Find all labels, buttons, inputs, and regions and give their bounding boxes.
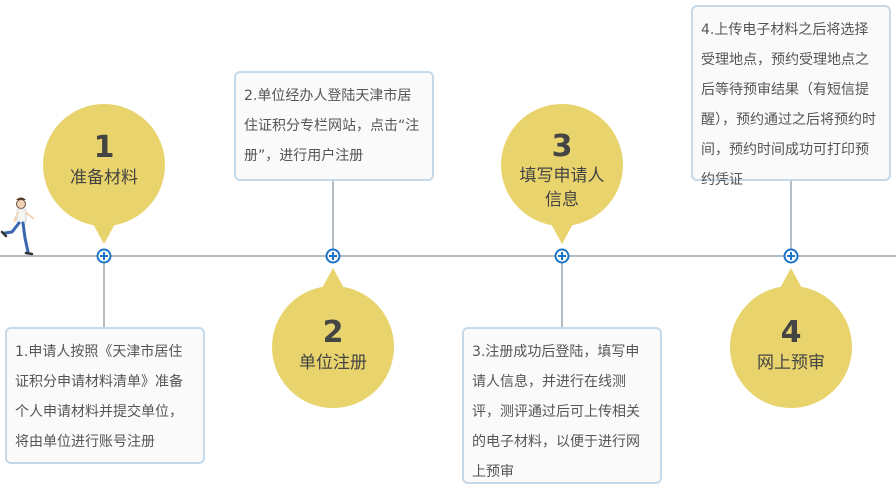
step-4-description: 4.上传电子材料之后将选择受理地点，预约受理地点之后等待预审结果（有短信提醒），… bbox=[691, 5, 891, 188]
node-2-plus-icon bbox=[325, 248, 341, 264]
node-4-plus-icon bbox=[783, 248, 799, 264]
step-2-description: 2.单位经办人登陆天津市居住证积分专栏网站，点击“注册”，进行用户注册 bbox=[234, 71, 434, 181]
step-4-number: 4 bbox=[781, 315, 802, 350]
step-2-number: 2 bbox=[323, 315, 344, 350]
step-3-number: 3 bbox=[552, 129, 573, 164]
step-3-title-line2: 信息 bbox=[545, 190, 579, 210]
step-3-title-line1: 填写申请人 bbox=[520, 166, 605, 186]
step-2-bubble: 2 单位注册 bbox=[272, 268, 394, 408]
step-4-title: 网上预审 bbox=[757, 353, 825, 373]
step-1-number: 1 bbox=[94, 130, 115, 165]
running-person-icon bbox=[0, 197, 35, 256]
step-1-bubble: 1 准备材料 bbox=[43, 104, 165, 244]
step-2-title: 单位注册 bbox=[299, 353, 367, 373]
step-1-description: 1.申请人按照《天津市居住证积分申请材料清单》准备个人申请材料并提交单位，将由单… bbox=[5, 327, 205, 464]
step-3-description: 3.注册成功后登陆，填写申请人信息，并进行在线测评，测评通过后可上传相关的电子材… bbox=[462, 327, 662, 484]
step-4-bubble: 4 网上预审 bbox=[730, 268, 852, 408]
step-1-title: 准备材料 bbox=[70, 168, 138, 188]
node-1-plus-icon bbox=[96, 248, 112, 264]
step-3-bubble: 3 填写申请人 信息 bbox=[501, 104, 623, 244]
node-3-plus-icon bbox=[554, 248, 570, 264]
